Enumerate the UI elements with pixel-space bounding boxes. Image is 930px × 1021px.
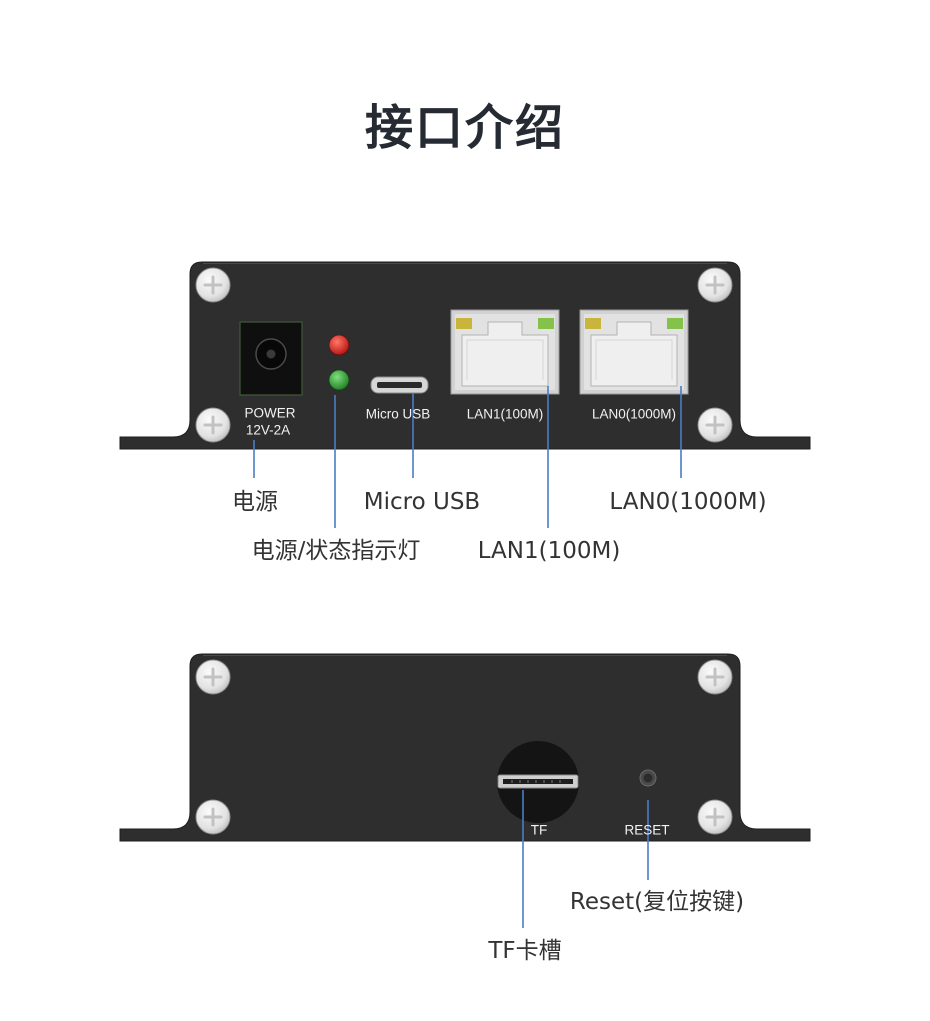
rj45-port-lan0-icon [579, 309, 689, 395]
screw-icon [194, 406, 232, 444]
callout-status-led: 电源/状态指示灯 [251, 538, 421, 564]
screw-icon [194, 658, 232, 696]
lan1-port-label: LAN1(100M) [466, 406, 544, 422]
lan1-link-led-icon [456, 318, 472, 329]
lan0-activity-led-icon [667, 318, 683, 329]
rj45-port-lan1-icon [450, 309, 560, 395]
screw-icon [696, 658, 734, 696]
tf-card-slot-icon [497, 741, 579, 823]
lan0-port-label: LAN0(1000M) [591, 406, 677, 422]
callout-lan0: LAN0(1000M) [609, 489, 767, 515]
callout-reset: Reset(复位按键) [569, 889, 745, 915]
lan0-link-led-icon [585, 318, 601, 329]
callout-tf: TF卡槽 [488, 938, 562, 964]
back-panel [119, 653, 811, 928]
tf-port-label: TF [530, 822, 548, 838]
callout-power: 电源 [232, 489, 278, 515]
callout-lan1: LAN1(100M) [477, 538, 621, 564]
dc-power-jack-icon [239, 321, 303, 396]
back-device-body [119, 653, 811, 842]
callout-micro-usb: Micro USB [363, 489, 481, 515]
lan1-activity-led-icon [538, 318, 554, 329]
screw-icon [194, 798, 232, 836]
reset-button-icon [639, 769, 657, 787]
front-panel [119, 261, 811, 528]
page-title: 接口介绍 [364, 100, 565, 156]
micro-usb-port-icon [370, 376, 429, 394]
screw-icon [696, 406, 734, 444]
screw-icon [194, 266, 232, 304]
power-port-label: POWER [244, 405, 296, 421]
red-status-led-icon [328, 334, 350, 356]
screw-icon [696, 798, 734, 836]
green-status-led-icon [328, 369, 350, 391]
power-rating-label: 12V-2A [245, 422, 291, 438]
micro-usb-port-label: Micro USB [365, 406, 431, 422]
reset-port-label: RESET [624, 822, 670, 838]
screw-icon [696, 266, 734, 304]
